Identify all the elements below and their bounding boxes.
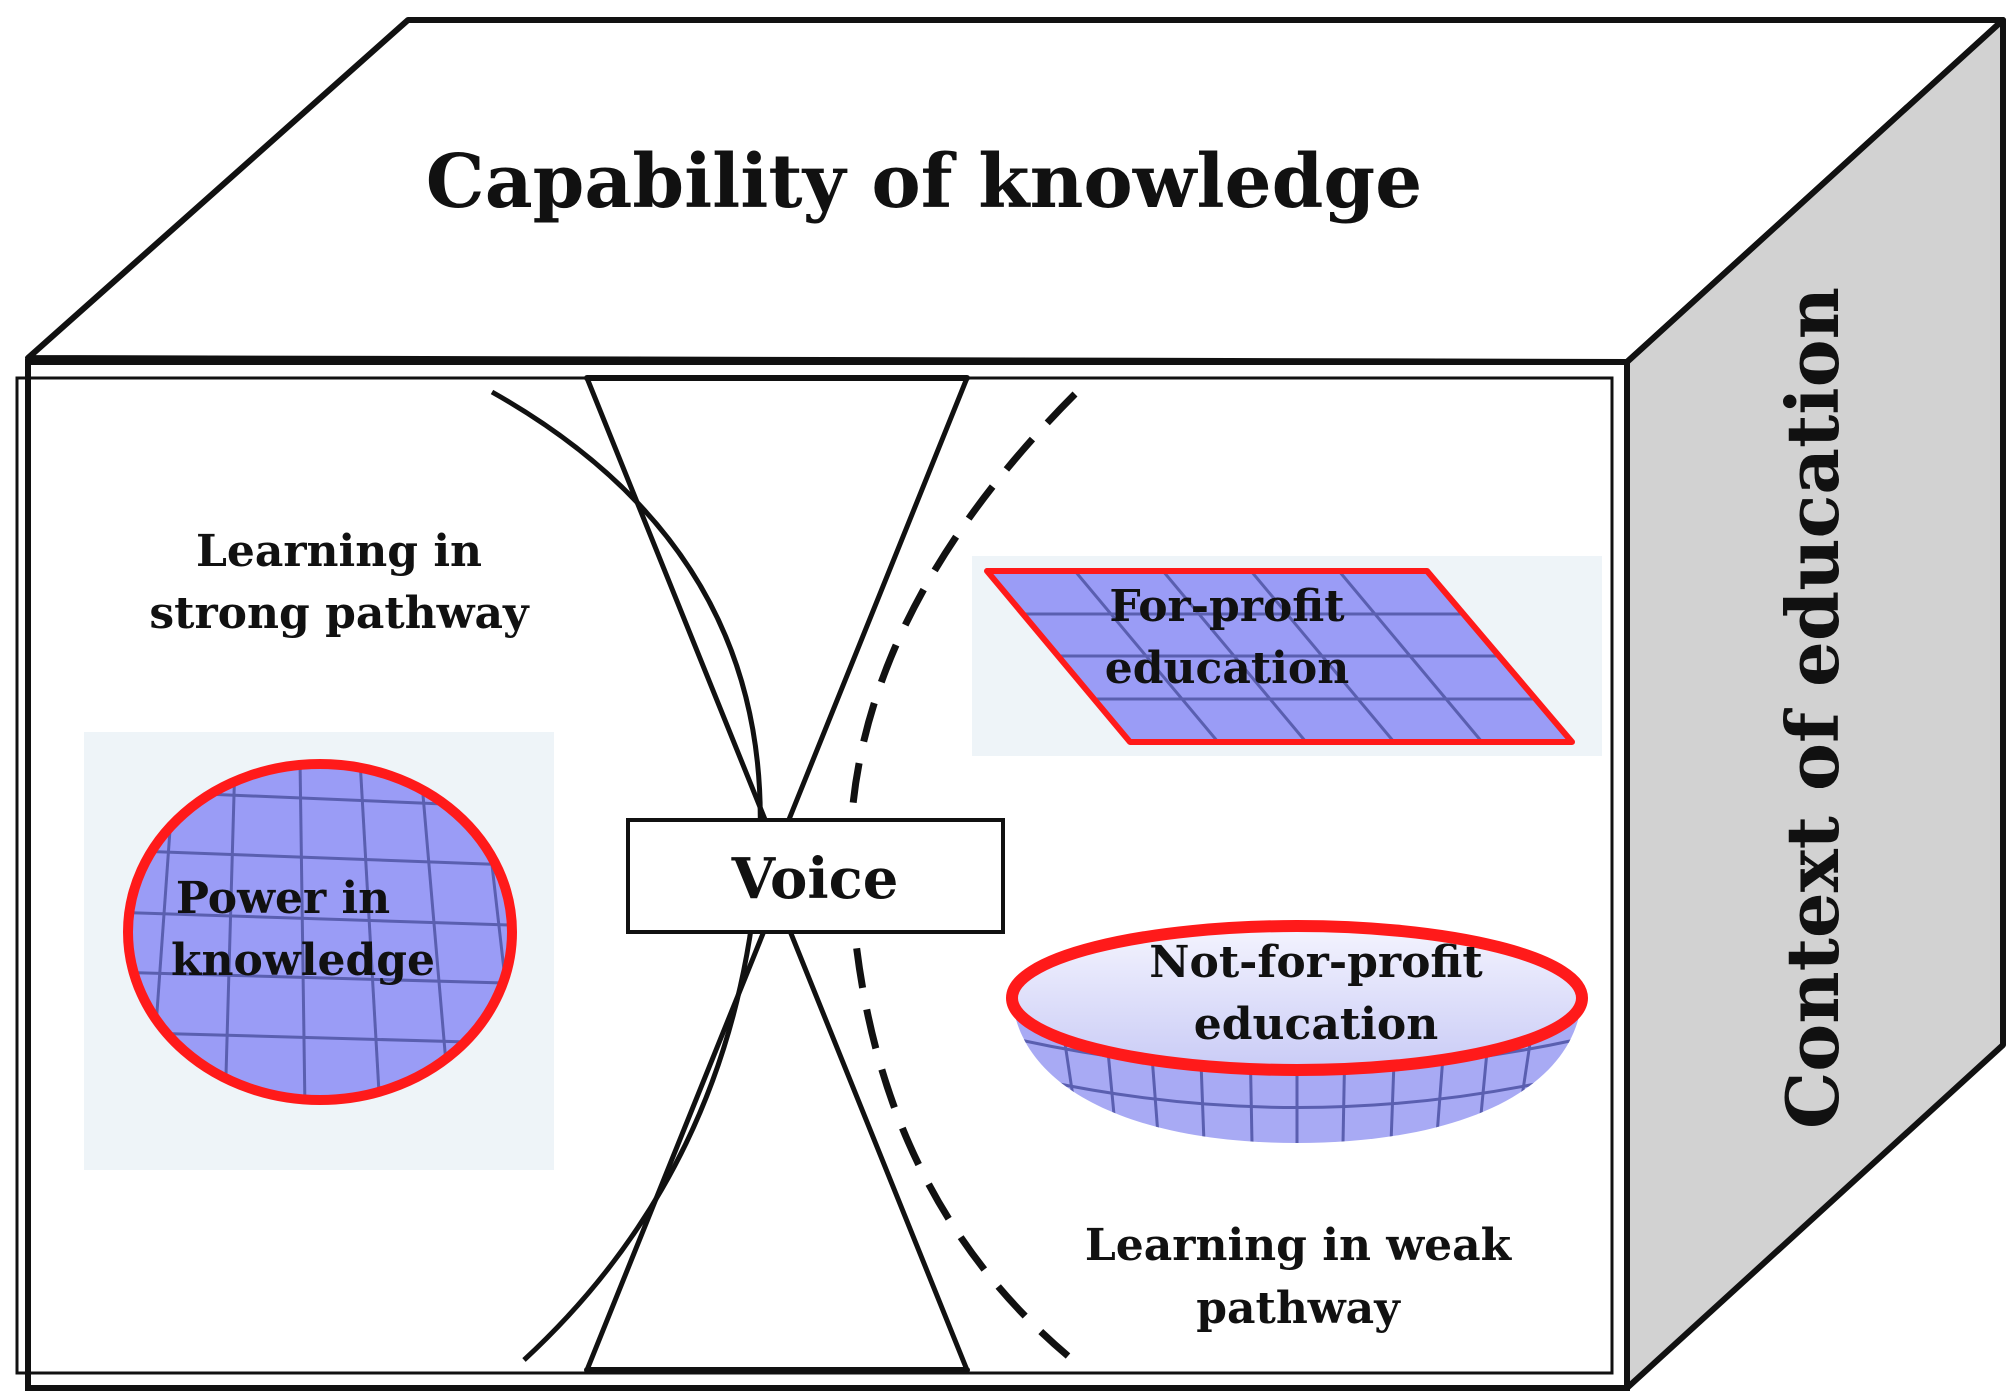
not-for-profit-line2: education bbox=[1194, 999, 1438, 1050]
for-profit-shape bbox=[972, 556, 1602, 756]
power-in-knowledge-line2: knowledge bbox=[171, 935, 435, 986]
not-for-profit-shape bbox=[1006, 920, 1588, 1143]
not-for-profit-shape-rim bbox=[1006, 920, 1588, 1076]
voice-label: Voice bbox=[731, 846, 899, 912]
side-face-label: Context of education bbox=[1770, 287, 1855, 1129]
for-profit-line1: For-profit bbox=[1109, 581, 1345, 632]
voice-hourglass bbox=[584, 375, 970, 1373]
top-face-label: Capability of knowledge bbox=[426, 139, 1422, 225]
not-for-profit-line1: Not-for-profit bbox=[1149, 937, 1483, 988]
power-in-knowledge-shape bbox=[84, 732, 554, 1170]
for-profit-shape-outline bbox=[984, 568, 1575, 745]
weak-pathway-label-line2: pathway bbox=[1196, 1283, 1401, 1334]
power-shape-outline bbox=[123, 759, 517, 1105]
weak-pathway-label-line1: Learning in weak bbox=[1085, 1220, 1513, 1271]
power-in-knowledge-line1: Power in bbox=[176, 873, 390, 924]
voice-box bbox=[626, 818, 1005, 934]
for-profit-line2: education bbox=[1105, 643, 1349, 694]
strong-pathway-label-line1: Learning in bbox=[196, 526, 482, 577]
strong-pathway-label-line2: strong pathway bbox=[149, 588, 530, 639]
